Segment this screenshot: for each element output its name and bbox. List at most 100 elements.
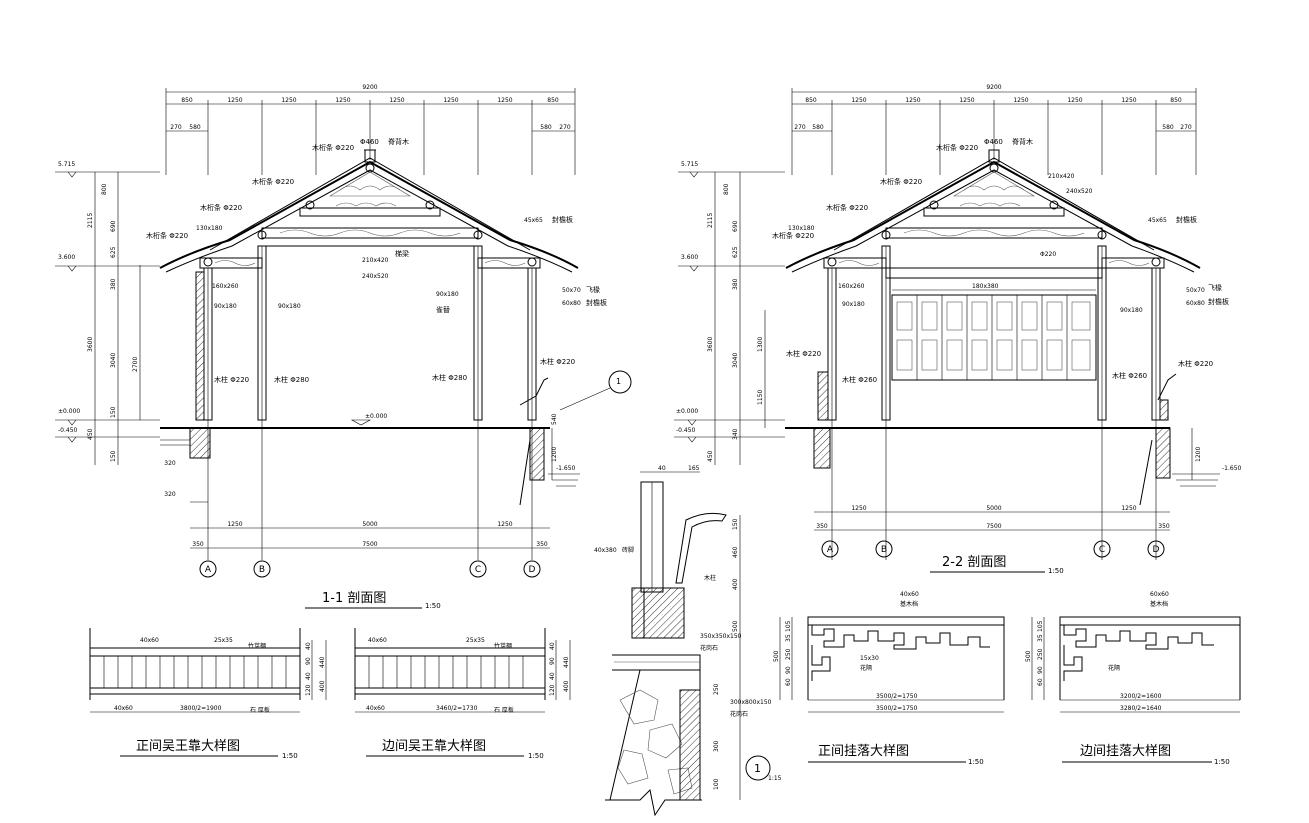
roof-2-2 xyxy=(785,149,1201,273)
dim-total-top: 9200 xyxy=(362,84,377,91)
dim2-v-1150: 1150 xyxy=(757,390,764,405)
dim2-v-625: 625 xyxy=(732,246,739,258)
hanging-main-scale: 1:50 xyxy=(968,758,984,766)
axis2-b-label: B xyxy=(881,545,887,555)
label2-purlin-3: 木桁条 Φ220 xyxy=(826,203,868,212)
hanging-side-title: 边间挂落大样图 xyxy=(1080,744,1171,759)
dim-sub-2: 580 xyxy=(189,124,201,131)
hm-vdim-3: 35 xyxy=(785,634,792,642)
dim-total-top-2: 9200 xyxy=(986,84,1001,91)
dim2-v-800: 800 xyxy=(723,183,730,195)
dim-top-2: 1250 xyxy=(227,97,242,104)
elev-ridge: 5.715 xyxy=(58,161,75,168)
dim2-b-350a: 350 xyxy=(816,523,828,530)
label-beam-90a: 90x180 xyxy=(214,303,237,310)
dim2-top-7: 1250 xyxy=(1121,97,1136,104)
hs-label-5: 3280/2=1640 xyxy=(1120,705,1162,712)
axis-d-label: D xyxy=(529,565,536,575)
dim-b-1250a: 1250 xyxy=(227,521,242,528)
rm-vdim-5: 440 xyxy=(319,656,326,668)
hs-label-2: 基木档 xyxy=(1150,600,1168,608)
label2-fascia-size: 45x65 xyxy=(1148,217,1167,224)
dim2-v-3040: 3040 xyxy=(732,353,739,368)
dim-b-7500: 7500 xyxy=(362,541,377,548)
dim2-top-8: 850 xyxy=(1170,97,1182,104)
floor-level-1-1: ±0.000 xyxy=(365,413,387,420)
label2-lintel: 180x380 xyxy=(972,283,999,290)
label-beam-160: 160x260 xyxy=(212,283,239,290)
dim2-v-450: 450 xyxy=(707,450,714,462)
axis-b-1-1 xyxy=(253,560,271,578)
rm-label-6: 石 厚板 xyxy=(250,706,270,714)
fd-dim-40: 40 xyxy=(658,465,666,472)
dim2-top-1: 850 xyxy=(805,97,817,104)
axis-a-1-1 xyxy=(199,560,217,578)
elev-eave: 3.600 xyxy=(58,254,75,261)
dim-sub-4: 270 xyxy=(559,124,571,131)
fd-mark-circle xyxy=(745,755,771,781)
rm-label-5: 3800/2=1900 xyxy=(180,705,222,712)
dim2-v-380: 380 xyxy=(732,278,739,290)
dim-v-3040: 3040 xyxy=(110,353,117,368)
rs-label-6: 石 厚板 xyxy=(494,706,514,714)
fd-vdim-3: 400 xyxy=(732,578,739,590)
dim2-v-1300: 1300 xyxy=(757,337,764,352)
label2-col-3: 木柱 Φ260 xyxy=(1112,371,1147,380)
section-2-2: 9200 850 1250 1250 1250 1250 1250 1250 8… xyxy=(674,84,1242,575)
label-purlin-4: 木桁条 Φ220 xyxy=(146,231,188,240)
label-col-4: 木柱 Φ220 xyxy=(540,357,575,366)
rs-vdim-1: 40 xyxy=(549,642,556,650)
dim2-b-1250b: 1250 xyxy=(1121,505,1136,512)
label2-col-1: 木柱 Φ220 xyxy=(786,349,821,358)
rm-vdim-3: 40 xyxy=(305,672,312,680)
dim2-b-5000: 5000 xyxy=(986,505,1001,512)
dim2-v-2115: 2115 xyxy=(707,213,714,228)
fd-label-stone-size: 350x350x150 xyxy=(700,633,742,640)
hm-vdim-2: 105 xyxy=(785,620,792,632)
label-ladder-beam: 梯梁 xyxy=(395,249,409,258)
dim2-top-6: 1250 xyxy=(1067,97,1082,104)
hs-label-4: 3200/2=1600 xyxy=(1120,693,1162,700)
axis-d-1-1 xyxy=(523,560,541,578)
rs-label-1: 40x60 xyxy=(368,637,387,644)
dim-1200: 1200 xyxy=(551,447,558,462)
label-brace-size: 90x180 xyxy=(436,291,459,298)
fd-label-40x380: 40x380 xyxy=(594,547,617,554)
label2-beam-90r: 90x180 xyxy=(1120,307,1143,314)
rs-vdim-3: 40 xyxy=(549,672,556,680)
rm-label-3: 竹芽棚 xyxy=(248,642,266,650)
dim2-1200: 1200 xyxy=(1195,447,1202,462)
water-level-2-2: -1.650 xyxy=(1222,465,1242,472)
dim2-sub-2: 580 xyxy=(812,124,824,131)
label2-phi220: Φ220 xyxy=(1040,251,1056,258)
foundation-detail: 40 165 40x380 砖脚 木柱 350x350x150 花岗石 300x… xyxy=(594,465,782,817)
columns-1-1 xyxy=(195,245,537,560)
detail-mark: 1 xyxy=(616,377,621,386)
rs-label-3: 竹芽棚 xyxy=(494,642,512,650)
dim2-top-4: 1250 xyxy=(959,97,974,104)
dim-v-625: 625 xyxy=(110,246,117,258)
axis2-a xyxy=(821,540,839,558)
label-purlin-3: 木桁条 Φ220 xyxy=(200,203,242,212)
elev2-floor: ±0.000 xyxy=(676,408,698,415)
label2-beam-90: 90x180 xyxy=(842,301,865,308)
axis-c-label: C xyxy=(475,565,481,575)
label-beam-130: 130x180 xyxy=(196,225,223,232)
label-ridge-wood: 脊背木 xyxy=(388,137,409,146)
label2-col-2: 木柱 Φ260 xyxy=(842,375,877,384)
label-purlin-1: 木桁条 Φ220 xyxy=(312,143,354,152)
label-fascia-size: 45x65 xyxy=(524,217,543,224)
rs-vdim-2: 90 xyxy=(549,657,556,665)
axis-a-label: A xyxy=(205,565,212,575)
dim-top-5: 1250 xyxy=(389,97,404,104)
dim2-v-690: 690 xyxy=(732,220,739,232)
axis2-c-label: C xyxy=(1099,545,1105,555)
hs-vdim-4: 250 xyxy=(1037,648,1044,660)
dim-sub-3: 580 xyxy=(540,124,552,131)
label2-purlin-4: 木桁条 Φ220 xyxy=(772,231,814,240)
fd-scale: 1:15 xyxy=(768,775,782,782)
dim-v-450: 450 xyxy=(87,428,94,440)
hm-label-6: 3500/2=1750 xyxy=(876,705,918,712)
section-1-1: 9200 850 1250 1250 1250 1250 1250 1250 8… xyxy=(55,84,632,610)
label2-eave-board: 封檐板 xyxy=(1208,297,1229,306)
